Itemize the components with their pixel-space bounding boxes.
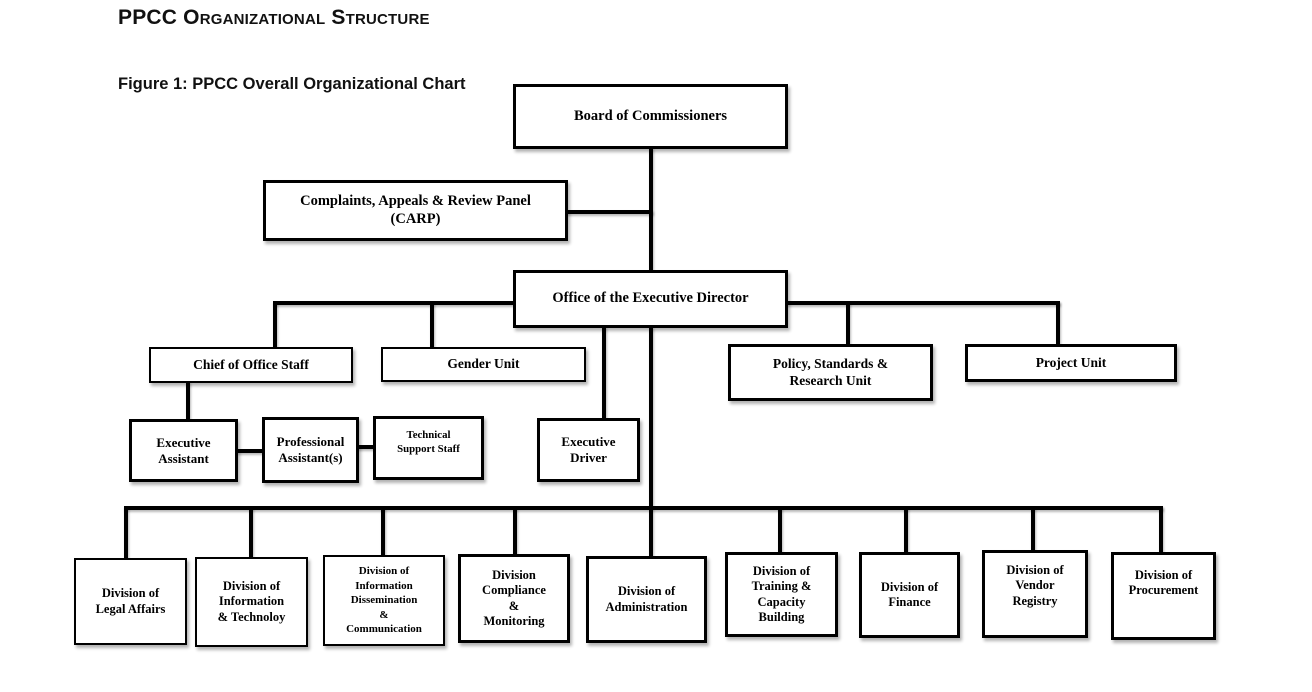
node-label: Policy, Standards & Research Unit <box>772 356 889 388</box>
connector-office-to-driver <box>602 326 606 418</box>
connector-drop-legal <box>124 506 128 558</box>
node-label: Division of Training & Capacity Building <box>751 564 812 624</box>
node-office-of-executive-director: Office of the Executive Director <box>513 270 788 328</box>
node-division-vendor-registry: Division of Vendor Registry <box>982 550 1088 638</box>
connector-divisions-rail <box>124 506 1163 510</box>
node-chief-of-office-staff: Chief of Office Staff <box>149 347 353 383</box>
connector-drop-finance <box>904 506 908 552</box>
node-label: Complaints, Appeals & Review Panel (CARP… <box>300 192 531 227</box>
node-label: Division of Administration <box>605 584 688 614</box>
node-label: Executive Assistant <box>156 434 211 466</box>
node-professional-assistants: Professional Assistant(s) <box>262 417 359 483</box>
node-label: Gender Unit <box>447 356 520 372</box>
connector-drop-training <box>778 506 782 552</box>
node-label: Office of the Executive Director <box>552 290 749 307</box>
node-division-training-capacity-building: Division of Training & Capacity Building <box>725 552 838 637</box>
connector-drop-compliance <box>513 506 517 554</box>
connector-prof-assistant-to-tech-support <box>357 445 375 449</box>
node-project-unit: Project Unit <box>965 344 1177 382</box>
node-label: Chief of Office Staff <box>193 356 309 372</box>
node-executive-assistant: Executive Assistant <box>129 419 238 482</box>
node-label: Division of Information & Technoloy <box>217 579 286 624</box>
node-gender-unit: Gender Unit <box>381 347 586 382</box>
node-label: Professional Assistant(s) <box>276 434 345 465</box>
node-label: Division of Vendor Registry <box>1006 563 1064 608</box>
connector-drop-chief <box>273 301 277 347</box>
node-division-information-technology: Division of Information & Technoloy <box>195 557 308 647</box>
node-label: Division of Procurement <box>1128 568 1199 598</box>
node-division-administration: Division of Administration <box>586 556 707 643</box>
node-division-procurement: Division of Procurement <box>1111 552 1216 640</box>
connector-drop-project <box>1056 301 1060 344</box>
node-complaints-appeals-review-panel: Complaints, Appeals & Review Panel (CARP… <box>263 180 568 241</box>
node-division-finance: Division of Finance <box>859 552 960 638</box>
connector-carp-branch <box>566 210 653 214</box>
node-board-of-commissioners: Board of Commissioners <box>513 84 788 149</box>
node-policy-standards-research-unit: Policy, Standards & Research Unit <box>728 344 933 401</box>
connector-drop-info-dissem <box>381 506 385 555</box>
connector-left-branch <box>273 301 513 305</box>
connector-exec-assistant-to-prof-assistant <box>236 449 264 453</box>
node-executive-driver: Executive Driver <box>537 418 640 482</box>
connector-drop-vendor <box>1031 506 1035 550</box>
node-division-compliance-monitoring: Division Compliance & Monitoring <box>458 554 570 643</box>
connector-chief-to-exec-assistant <box>186 381 190 419</box>
connector-drop-policy <box>846 301 850 344</box>
node-label: Board of Commissioners <box>573 107 728 124</box>
connector-board-to-office <box>649 147 653 271</box>
connector-right-branch <box>786 301 1060 305</box>
connector-drop-procurement <box>1159 506 1163 552</box>
node-label: Technical Support Staff <box>397 429 460 456</box>
node-label: Division of Finance <box>880 579 939 609</box>
node-division-information-dissemination-communication: Division of Information Dissemination & … <box>323 555 445 646</box>
node-label: Division of Information Dissemination & … <box>346 565 422 636</box>
connector-drop-gender <box>430 301 434 347</box>
figure-caption: Figure 1: PPCC Overall Organizational Ch… <box>118 75 466 93</box>
connector-drop-info-tech <box>249 506 253 557</box>
node-label: Executive Driver <box>561 434 616 465</box>
node-label: Division Compliance & Monitoring <box>482 568 546 628</box>
page-title: PPCC Organizational Structure <box>118 6 430 29</box>
node-label: Division of Legal Affairs <box>95 586 166 616</box>
node-technical-support-staff: Technical Support Staff <box>373 416 484 480</box>
node-label: Project Unit <box>1035 354 1107 370</box>
node-division-legal-affairs: Division of Legal Affairs <box>74 558 187 645</box>
connector-office-to-divisions-trunk <box>649 326 653 556</box>
